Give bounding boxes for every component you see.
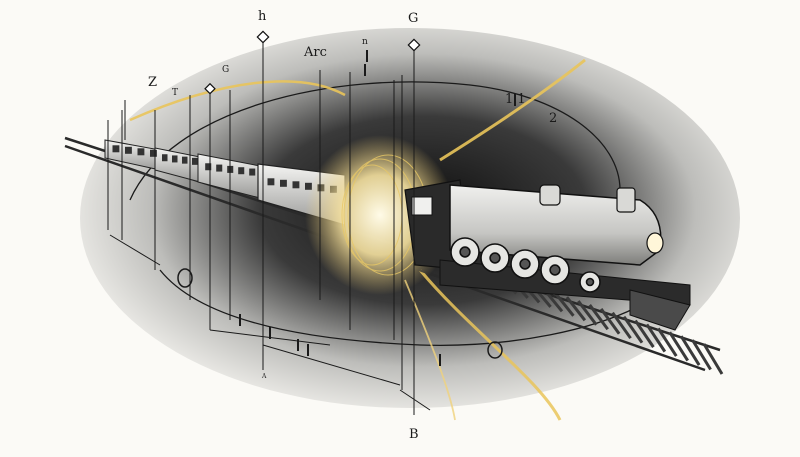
car-window	[172, 155, 178, 163]
railroad-tie	[611, 311, 632, 340]
car-window	[280, 179, 287, 187]
railroad-tie	[657, 327, 678, 357]
railroad-tie	[554, 292, 575, 317]
label-arc: Arc	[303, 45, 327, 60]
car-window	[162, 154, 168, 162]
orbit-arc	[129, 81, 621, 201]
railroad-tie	[645, 323, 667, 353]
label-g-left: G	[222, 65, 229, 75]
label-a: A	[261, 373, 267, 380]
loop-markers	[177, 268, 503, 359]
car-window	[305, 182, 312, 190]
car-window	[249, 168, 256, 176]
car-window	[292, 181, 300, 189]
car-window	[112, 145, 120, 153]
railroad-tie	[622, 315, 644, 344]
tick-marks	[239, 50, 516, 366]
gold-streak-upper	[439, 58, 586, 162]
car-window	[267, 178, 275, 186]
car-window	[205, 163, 212, 171]
railroad-tie	[599, 307, 621, 335]
label-one-one: 1 1	[505, 92, 526, 107]
car-window	[182, 156, 188, 164]
car-window	[192, 157, 198, 165]
diamond-markers	[204, 30, 421, 95]
label-n: n	[362, 37, 368, 47]
steam-locomotive	[404, 179, 691, 331]
car-window	[137, 148, 145, 156]
railroad-tie	[634, 319, 655, 348]
railroad-tie	[691, 339, 712, 371]
gold-streak-mid	[404, 279, 456, 421]
headlight	[646, 232, 664, 254]
label-two: 2	[549, 111, 557, 126]
railroad-tie	[588, 304, 609, 331]
label-t: T	[172, 88, 178, 98]
railroad-tie	[679, 335, 701, 366]
label-z: Z	[148, 75, 157, 90]
car-window	[238, 167, 245, 175]
railroad-tie	[668, 331, 689, 362]
label-g-top: G	[408, 11, 418, 26]
railroad-tie	[565, 296, 587, 322]
car-window	[216, 164, 223, 172]
gold-streak-left	[129, 80, 346, 122]
label-h: h	[258, 9, 267, 24]
railroad-tie	[702, 343, 724, 375]
car-window	[125, 146, 132, 154]
railroad-tie	[577, 300, 598, 326]
car-window	[150, 149, 157, 157]
orbit-arc-lower	[159, 269, 651, 346]
label-b: B	[409, 427, 419, 442]
